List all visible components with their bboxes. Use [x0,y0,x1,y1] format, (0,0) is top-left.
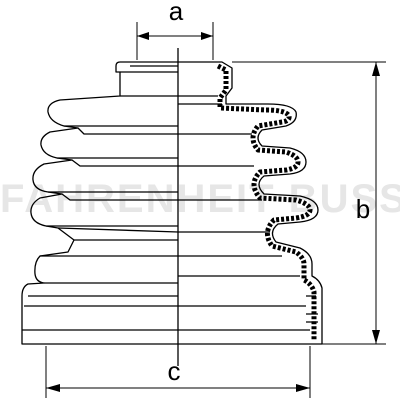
dimension-b-label: b [356,194,370,224]
dimension-c-label: c [168,356,181,386]
dimension-a: a [136,0,214,60]
dimension-c: c [45,346,311,398]
boot-right-section [178,61,323,345]
dimension-b: b [232,61,386,345]
watermark-text: FAHRENHEIT BUSS [0,177,400,221]
dimension-a-label: a [169,0,184,26]
boot-left-outline [21,61,179,345]
